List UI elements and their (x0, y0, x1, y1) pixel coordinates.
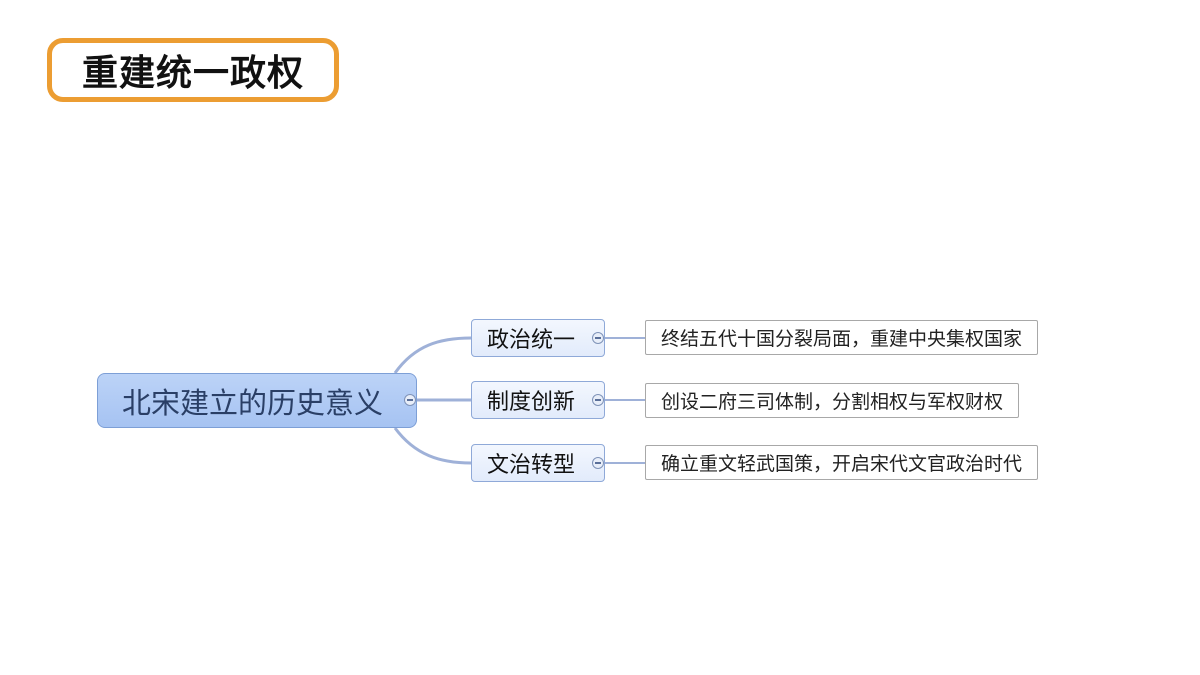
branch-topic-institutional-innovation[interactable]: 制度创新 (471, 381, 605, 419)
subtopic-label: 确立重文轻武国策，开启宋代文官政治时代 (661, 453, 1023, 475)
branch-topic-label: 文治转型 (487, 453, 576, 478)
connector-central-branch-3 (393, 427, 472, 465)
collapse-icon[interactable] (592, 457, 604, 469)
subtopic-label: 创设二府三司体制，分割相权与军权财权 (661, 391, 1004, 413)
branch-topic-label: 政治统一 (487, 328, 576, 353)
slide-title-box: 重建统一政权 (47, 38, 339, 102)
branch-topic-political-unification[interactable]: 政治统一 (471, 319, 605, 357)
subtopic-political-unification[interactable]: 终结五代十国分裂局面，重建中央集权国家 (645, 320, 1039, 355)
central-topic-label: 北宋建立的历史意义 (122, 385, 384, 420)
branch-topic-label: 制度创新 (487, 390, 576, 415)
subtopic-label: 终结五代十国分裂局面，重建中央集权国家 (661, 328, 1023, 350)
collapse-icon[interactable] (592, 394, 604, 406)
subtopic-civil-governance[interactable]: 确立重文轻武国策，开启宋代文官政治时代 (645, 445, 1039, 480)
central-topic[interactable]: 北宋建立的历史意义 (97, 373, 417, 428)
slide-title: 重建统一政权 (81, 52, 304, 94)
branch-topic-civil-governance[interactable]: 文治转型 (471, 444, 605, 482)
collapse-icon[interactable] (404, 394, 416, 406)
collapse-icon[interactable] (592, 332, 604, 344)
connector-central-branch-1 (393, 336, 472, 374)
subtopic-institutional-innovation[interactable]: 创设二府三司体制，分割相权与军权财权 (645, 383, 1020, 418)
